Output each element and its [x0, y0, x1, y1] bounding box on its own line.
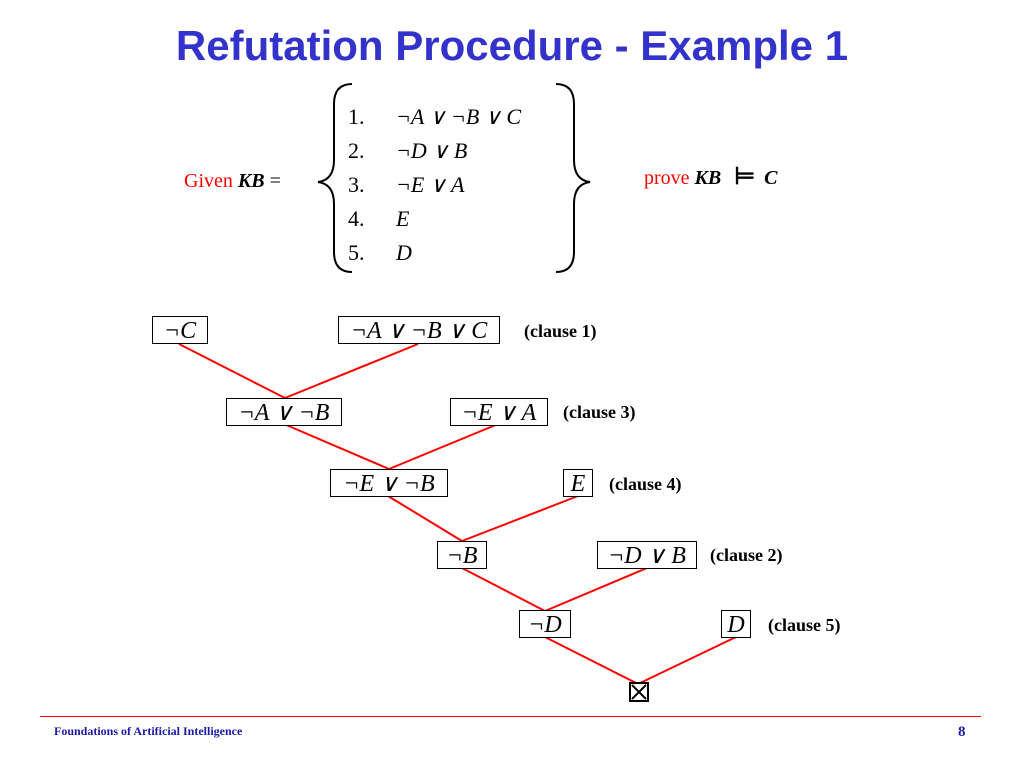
- boxed-x-icon: [629, 682, 649, 702]
- page-number: 8: [958, 724, 966, 740]
- clause-formula: ¬A ∨ ¬B ∨ C: [396, 104, 522, 129]
- node-resolvent-1: ¬A ∨ ¬B: [226, 398, 342, 426]
- edge: [461, 567, 546, 612]
- clause-item: 1. ¬A ∨ ¬B ∨ C: [348, 100, 521, 134]
- node-clause-2: ¬D ∨ B: [597, 541, 697, 569]
- prove-goal: C: [764, 167, 778, 189]
- slide-title: Refutation Procedure - Example 1: [175, 22, 849, 69]
- entails-symbol: ⊨: [734, 164, 756, 190]
- left-brace: [317, 83, 353, 273]
- clause-formula: E: [396, 206, 410, 231]
- prove-kb: KB: [694, 167, 722, 189]
- node-clause-1: ¬A ∨ ¬B ∨ C: [338, 316, 500, 344]
- clause-formula: ¬E ∨ A: [396, 172, 465, 197]
- edge: [544, 636, 639, 685]
- node-resolvent-4: ¬D: [519, 610, 571, 638]
- note-clause-5: (clause 5): [768, 615, 841, 635]
- clause-item: 4. E: [348, 202, 521, 236]
- right-brace: [555, 83, 591, 273]
- prove-word: prove: [644, 167, 690, 189]
- edge: [544, 567, 648, 612]
- node-clause-5: D: [721, 610, 751, 638]
- note-clause-3: (clause 3): [563, 402, 636, 422]
- clause-number: 2.: [348, 138, 365, 163]
- clause-number: 3.: [348, 172, 365, 197]
- clause-formula: ¬D ∨ B: [396, 138, 468, 163]
- given-label: Given KB =: [184, 170, 281, 193]
- edge: [283, 423, 390, 470]
- clause-number: 4.: [348, 206, 365, 231]
- node-negated-goal: ¬C: [152, 316, 208, 344]
- edge: [387, 495, 463, 542]
- note-clause-1: (clause 1): [524, 321, 597, 341]
- edge: [284, 343, 419, 399]
- given-equals: =: [269, 170, 281, 192]
- clause-formula: D: [396, 240, 412, 265]
- note-clause-4: (clause 4): [609, 474, 682, 494]
- edge: [388, 423, 499, 470]
- clause-item: 2. ¬D ∨ B: [348, 134, 521, 168]
- clause-item: 5. D: [348, 236, 521, 270]
- clause-number: 1.: [348, 104, 365, 129]
- note-clause-2: (clause 2): [710, 545, 783, 565]
- clause-number: 5.: [348, 240, 365, 265]
- clause-list: 1. ¬A ∨ ¬B ∨ C 2. ¬D ∨ B 3. ¬E ∨ A 4. E 5. D: [348, 100, 521, 270]
- prove-statement: prove KB ⊨ C: [644, 162, 777, 191]
- edge: [461, 495, 579, 542]
- edge: [178, 343, 286, 399]
- footer-course: Foundations of Artificial Intelligence: [54, 724, 243, 738]
- given-word: Given: [184, 170, 233, 192]
- node-resolvent-3: ¬B: [437, 541, 487, 569]
- given-kb: KB: [237, 170, 265, 192]
- node-clause-3: ¬E ∨ A: [450, 398, 548, 426]
- footer-divider: [40, 716, 981, 717]
- clause-item: 3. ¬E ∨ A: [348, 168, 521, 202]
- node-resolvent-2: ¬E ∨ ¬B: [330, 469, 448, 497]
- node-clause-4: E: [563, 469, 593, 497]
- edge: [637, 636, 737, 685]
